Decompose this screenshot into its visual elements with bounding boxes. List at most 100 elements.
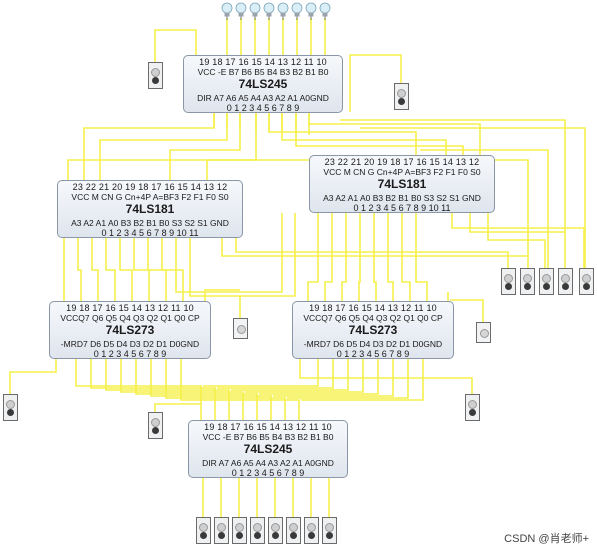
wire [83,112,215,180]
wire [133,238,150,301]
switch-knob-icon [308,532,315,539]
chip-pin-numbers-bottom: 0 1 2 3 4 5 6 7 8 9 [93,349,167,359]
wire [273,358,394,397]
switch-knob-icon [562,283,569,290]
light-bulb-icon [249,2,261,20]
wire [90,358,216,420]
switch-ring-icon [199,523,208,532]
wire [450,299,484,322]
wire [91,238,99,301]
data-input-switch[interactable] [268,517,283,544]
chip-signal-labels-top: VCC -E B7 B6 B5 B4 B3 B2 B1 B0 [197,67,329,77]
chip-name: 74LS245 [243,442,293,456]
reg-left-reset-switch[interactable] [3,394,18,421]
chip-signal-labels-bottom: DIR A7 A6 A5 A4 A3 A2 A1 A0GND [197,93,329,103]
function-select-switch[interactable] [558,268,573,295]
button-dot-icon [480,329,489,338]
data-input-switch[interactable] [304,517,319,544]
switch-knob-icon [543,283,550,290]
light-bulb-icon [263,2,275,20]
switch-knob-icon [200,532,207,539]
wire [340,119,566,268]
light-bulb-icon [305,2,317,20]
wire [169,112,241,180]
function-select-switch[interactable] [501,268,516,295]
chip-74ls273-right[interactable]: 19 18 17 16 15 14 13 12 11 10 VCCQ7 Q6 Q… [292,301,454,359]
function-select-switch[interactable] [539,268,554,295]
wire [105,358,230,420]
switch-knob-icon [505,283,512,290]
chip-74ls273-left[interactable]: 19 18 17 16 15 14 13 12 11 10 VCCQ7 Q6 Q… [49,301,211,359]
chip-signal-labels-bottom: A3 A2 A1 A0 B3 B2 B1 B0 S3 S2 S1 GND [323,193,481,203]
chip-name: 74LS181 [125,202,175,216]
chip-74ls245-bottom[interactable]: 19 18 17 16 15 14 13 12 11 10 VCC -E B7 … [188,420,348,478]
wire [245,358,364,393]
wire [387,213,394,301]
light-bulb-icon [319,2,331,20]
data-input-switch[interactable] [322,517,337,544]
wire [135,358,258,420]
switch-ring-icon [523,274,532,283]
wire [373,213,377,301]
chip-pin-numbers-top: 23 22 21 20 19 18 17 16 15 14 13 12 [72,182,228,192]
wire [77,238,82,301]
light-bulb-icon [291,2,303,20]
chip-pin-numbers-top: 19 18 17 16 15 14 13 12 11 10 [199,57,327,67]
data-input-switch[interactable] [214,517,229,544]
switch-knob-icon [469,409,476,416]
mode-switch[interactable] [579,268,594,295]
switch-knob-icon [7,409,14,416]
chip-74ls181-right[interactable]: 23 22 21 20 19 18 17 16 15 14 13 12 VCC … [309,155,495,213]
function-select-switch[interactable] [520,268,535,295]
switch-ring-icon [504,274,513,283]
buf-top-enable-switch[interactable] [148,62,163,89]
wire [161,238,184,301]
switch-knob-icon [326,532,333,539]
chip-74ls245-top[interactable]: 19 18 17 16 15 14 13 12 11 10 VCC -E B7 … [183,55,343,113]
wire [105,238,116,301]
wire [67,155,323,180]
switch-ring-icon [6,400,15,409]
wire [204,289,240,301]
wire [154,403,201,412]
reg-right-clock-button[interactable] [476,322,491,343]
buf-top-dir-switch[interactable] [394,83,409,110]
reg-left-clock-button[interactable] [233,318,248,339]
switch-ring-icon [561,274,570,283]
wire [358,213,361,301]
switch-ring-icon [542,274,551,283]
chip-name: 74LS273 [105,323,155,337]
switch-ring-icon [151,68,160,77]
data-input-switch[interactable] [196,517,211,544]
wire [259,358,379,395]
switch-ring-icon [325,523,334,532]
wire [401,213,411,301]
switch-knob-icon [524,283,531,290]
data-input-switch[interactable] [286,517,301,544]
light-bulb-icon [277,2,289,20]
data-input-switch[interactable] [232,517,247,544]
wire [99,112,228,180]
switch-ring-icon [253,523,262,532]
chip-74ls181-left[interactable]: 23 22 21 20 19 18 17 16 15 14 13 12 VCC … [57,180,243,238]
switch-knob-icon [272,532,279,539]
chip-pin-numbers-top: 19 18 17 16 15 14 13 12 11 10 [309,303,437,313]
chip-signal-labels-top: VCC M CN G Cn+4P A=BF3 F2 F1 F0 S0 [323,167,481,177]
data-input-switch[interactable] [250,517,265,544]
wire [469,213,565,233]
wire [189,213,296,297]
switch-knob-icon [236,532,243,539]
chip-signal-labels-top: VCC -E B7 B6 B5 B4 B3 B2 B1 B0 [202,432,334,442]
chip-pin-numbers-top: 19 18 17 16 15 14 13 12 11 10 [204,422,332,432]
switch-ring-icon [397,89,406,98]
wire [235,238,509,268]
buf-bottom-enable-switch[interactable] [148,412,163,439]
chip-signal-labels-bottom: -MRD7 D6 D5 D4 D3 D2 D1 D0GND [303,339,443,349]
chip-pin-numbers-bottom: 0 1 2 3 4 5 6 7 8 9 [226,103,300,113]
switch-knob-icon [398,98,405,105]
wire [301,358,424,401]
switch-knob-icon [152,427,159,434]
wire [341,213,347,301]
wire [180,358,300,420]
reg-right-reset-switch[interactable] [465,394,480,421]
